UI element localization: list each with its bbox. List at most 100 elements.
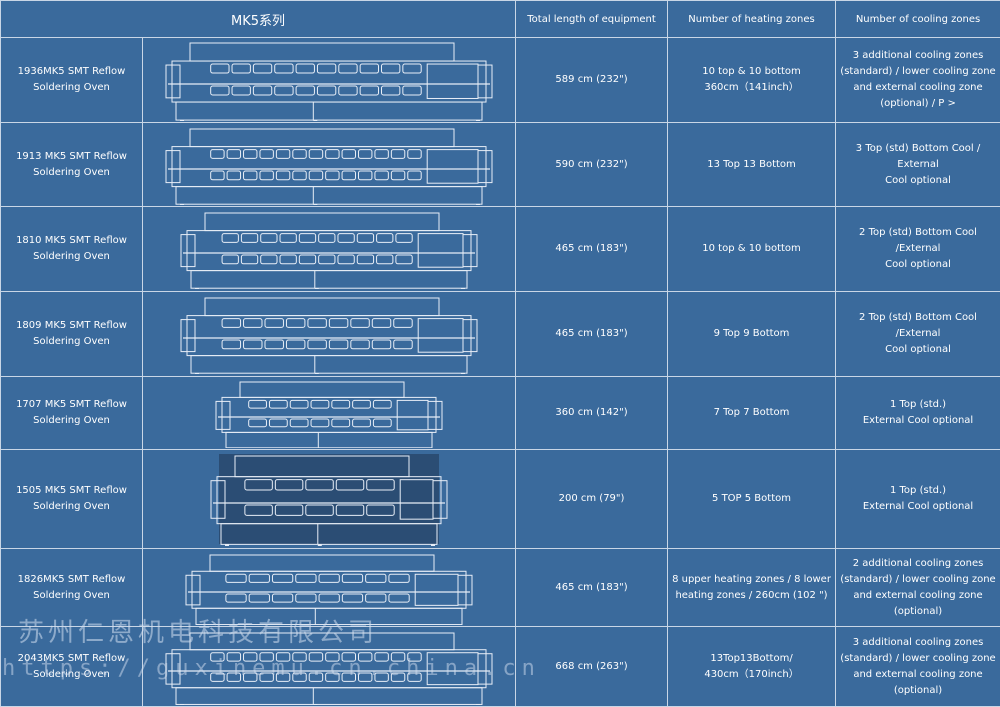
upper-heating-zone (276, 652, 289, 660)
upper-heating-zone (357, 234, 373, 243)
upper-heating-zone (319, 574, 339, 582)
lower-heating-zone (372, 340, 390, 349)
length-value: 668 cm (263") (516, 627, 668, 707)
lower-heating-zone (342, 171, 355, 180)
oven-body (172, 61, 486, 102)
upper-heating-zone (275, 64, 293, 73)
base-cabinet (176, 102, 482, 120)
cooling-line: 2 additional cooling zones (836, 556, 1000, 572)
upper-heating-zone (339, 64, 357, 73)
heating-line: 9 Top 9 Bottom (668, 326, 835, 342)
lower-heating-zone (296, 594, 316, 602)
lower-heating-zone (222, 340, 240, 349)
oven-foot (315, 288, 319, 289)
upper-heating-zone (299, 234, 315, 243)
exit-panel (463, 320, 477, 352)
heating-cell: 9 Top 9 Bottom (668, 292, 836, 377)
oven-foot (313, 704, 317, 705)
lower-heating-zone (272, 594, 292, 602)
lower-heating-zone (339, 86, 357, 95)
upper-heating-zone (377, 234, 393, 243)
lower-heating-zone (244, 171, 257, 180)
cooling-line: and external cooling zone (836, 80, 1000, 96)
lower-heating-zone (265, 340, 283, 349)
oven-image-cell (143, 38, 516, 123)
upper-heating-zone (372, 319, 390, 328)
entrance-panel (166, 653, 180, 683)
lower-heating-zone (293, 673, 306, 681)
lower-heating-zone (244, 673, 257, 681)
model-name: 2043MK5 SMT Reflow (1, 651, 142, 667)
oven-body (187, 231, 471, 271)
cooling-line: (standard) / lower cooling zone (836, 572, 1000, 588)
length-value: 589 cm (232") (516, 38, 668, 123)
lower-heating-zone (253, 86, 271, 95)
heating-line: 10 top & 10 bottom (668, 241, 835, 257)
lower-heating-zone (375, 673, 388, 681)
lower-heating-zone (241, 255, 257, 264)
oven-foot (180, 704, 184, 705)
cooling-section (427, 64, 478, 98)
model-name: 1707 MK5 SMT Reflow (1, 397, 142, 413)
lower-heating-zone (391, 673, 404, 681)
lower-heating-zone (381, 86, 399, 95)
upper-heating-zone (403, 64, 421, 73)
cooling-line: Cool optional (836, 257, 1000, 273)
length-value: 590 cm (232") (516, 123, 668, 207)
lower-heating-zone (222, 255, 238, 264)
upper-heating-zone (249, 400, 267, 408)
upper-heating-zone (244, 149, 257, 158)
lower-heating-zone (211, 171, 224, 180)
oven-hood (205, 213, 439, 231)
lower-heating-zone (211, 673, 224, 681)
upper-heating-zone (353, 400, 371, 408)
lower-heating-zone (391, 171, 404, 180)
oven-drawing (179, 294, 479, 374)
model-name: 1810 MK5 SMT Reflow (1, 233, 142, 249)
model-type: Soldering Oven (1, 667, 142, 683)
lower-heating-zone (309, 673, 322, 681)
upper-heating-zone (317, 64, 335, 73)
base-cabinet (176, 687, 482, 704)
lower-heating-zone (332, 419, 350, 427)
exit-panel (478, 65, 492, 98)
heating-cell: 13 Top 13 Bottom (668, 123, 836, 207)
cooling-cell: 1 Top (std.)External Cool optional (836, 450, 1000, 549)
entrance-panel (166, 65, 180, 98)
oven-foot (180, 204, 184, 205)
lower-heating-zone (227, 673, 240, 681)
upper-heating-zone (342, 652, 355, 660)
lower-heating-zone (293, 171, 306, 180)
lower-heating-zone (319, 255, 335, 264)
cooling-line: 1 Top (std.) (836, 397, 1000, 413)
cooling-section (427, 652, 478, 684)
upper-heating-zone (290, 400, 308, 408)
cooling-cell: 3 additional cooling zones(standard) / l… (836, 38, 1000, 123)
lower-heating-zone (260, 171, 273, 180)
upper-heating-zone (269, 400, 287, 408)
lower-heating-zone (338, 255, 354, 264)
upper-heating-zone (249, 574, 269, 582)
upper-heating-zone (227, 149, 240, 158)
upper-heating-zone (375, 149, 388, 158)
upper-heating-zone (359, 652, 372, 660)
oven-foot (315, 373, 319, 374)
upper-heating-zone (359, 149, 372, 158)
oven-foot (313, 120, 317, 121)
oven-foot (461, 288, 465, 289)
upper-heating-zone (280, 234, 296, 243)
oven-foot (195, 373, 199, 374)
cooling-line: and external cooling zone (836, 667, 1000, 683)
heating-line: 10 top & 10 bottom (668, 64, 835, 80)
upper-heating-zone (311, 400, 329, 408)
oven-backdrop (219, 454, 439, 544)
cooling-cell: 2 additional cooling zones(standard) / l… (836, 549, 1000, 627)
